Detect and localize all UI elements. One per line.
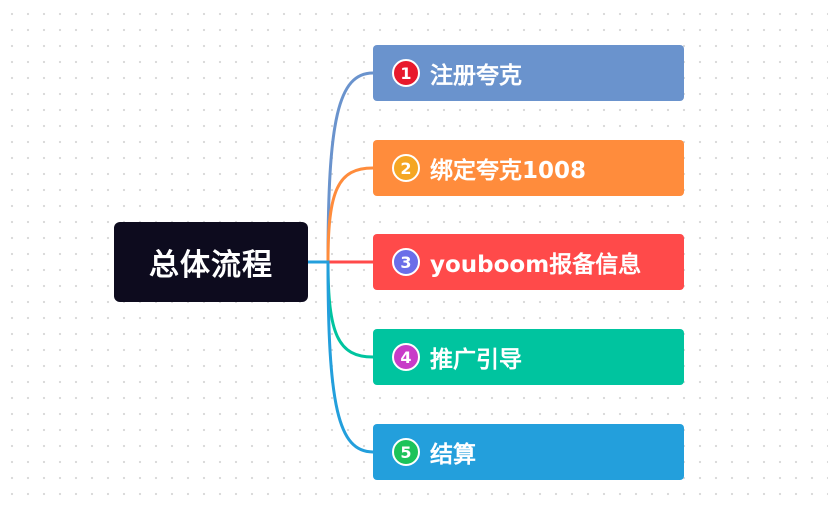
root-node[interactable]: 总体流程 — [114, 222, 308, 302]
number-badge-icon: 2 — [392, 154, 420, 182]
number-badge-icon: 3 — [392, 248, 420, 276]
number-badge-icon: 1 — [392, 59, 420, 87]
connector-line-4 — [306, 260, 375, 359]
branch-node-1[interactable]: 1 注册夸克 — [373, 45, 684, 101]
branch-label: 绑定夸克1008 — [430, 158, 587, 184]
connector-line-2 — [306, 166, 375, 264]
branch-label: 推广引导 — [430, 347, 522, 373]
branch-node-2[interactable]: 2 绑定夸克1008 — [373, 140, 684, 196]
branch-node-4[interactable]: 4 推广引导 — [373, 329, 684, 385]
number-badge-icon: 5 — [392, 438, 420, 466]
branch-label: 结算 — [430, 442, 476, 468]
branch-label: youboom报备信息 — [430, 252, 642, 278]
root-node-label: 总体流程 — [149, 248, 273, 283]
connector-line-5 — [306, 260, 375, 454]
branch-node-5[interactable]: 5 结算 — [373, 424, 684, 480]
branch-node-3[interactable]: 3 youboom报备信息 — [373, 234, 684, 290]
branch-label: 注册夸克 — [430, 63, 522, 89]
number-badge-icon: 4 — [392, 343, 420, 371]
